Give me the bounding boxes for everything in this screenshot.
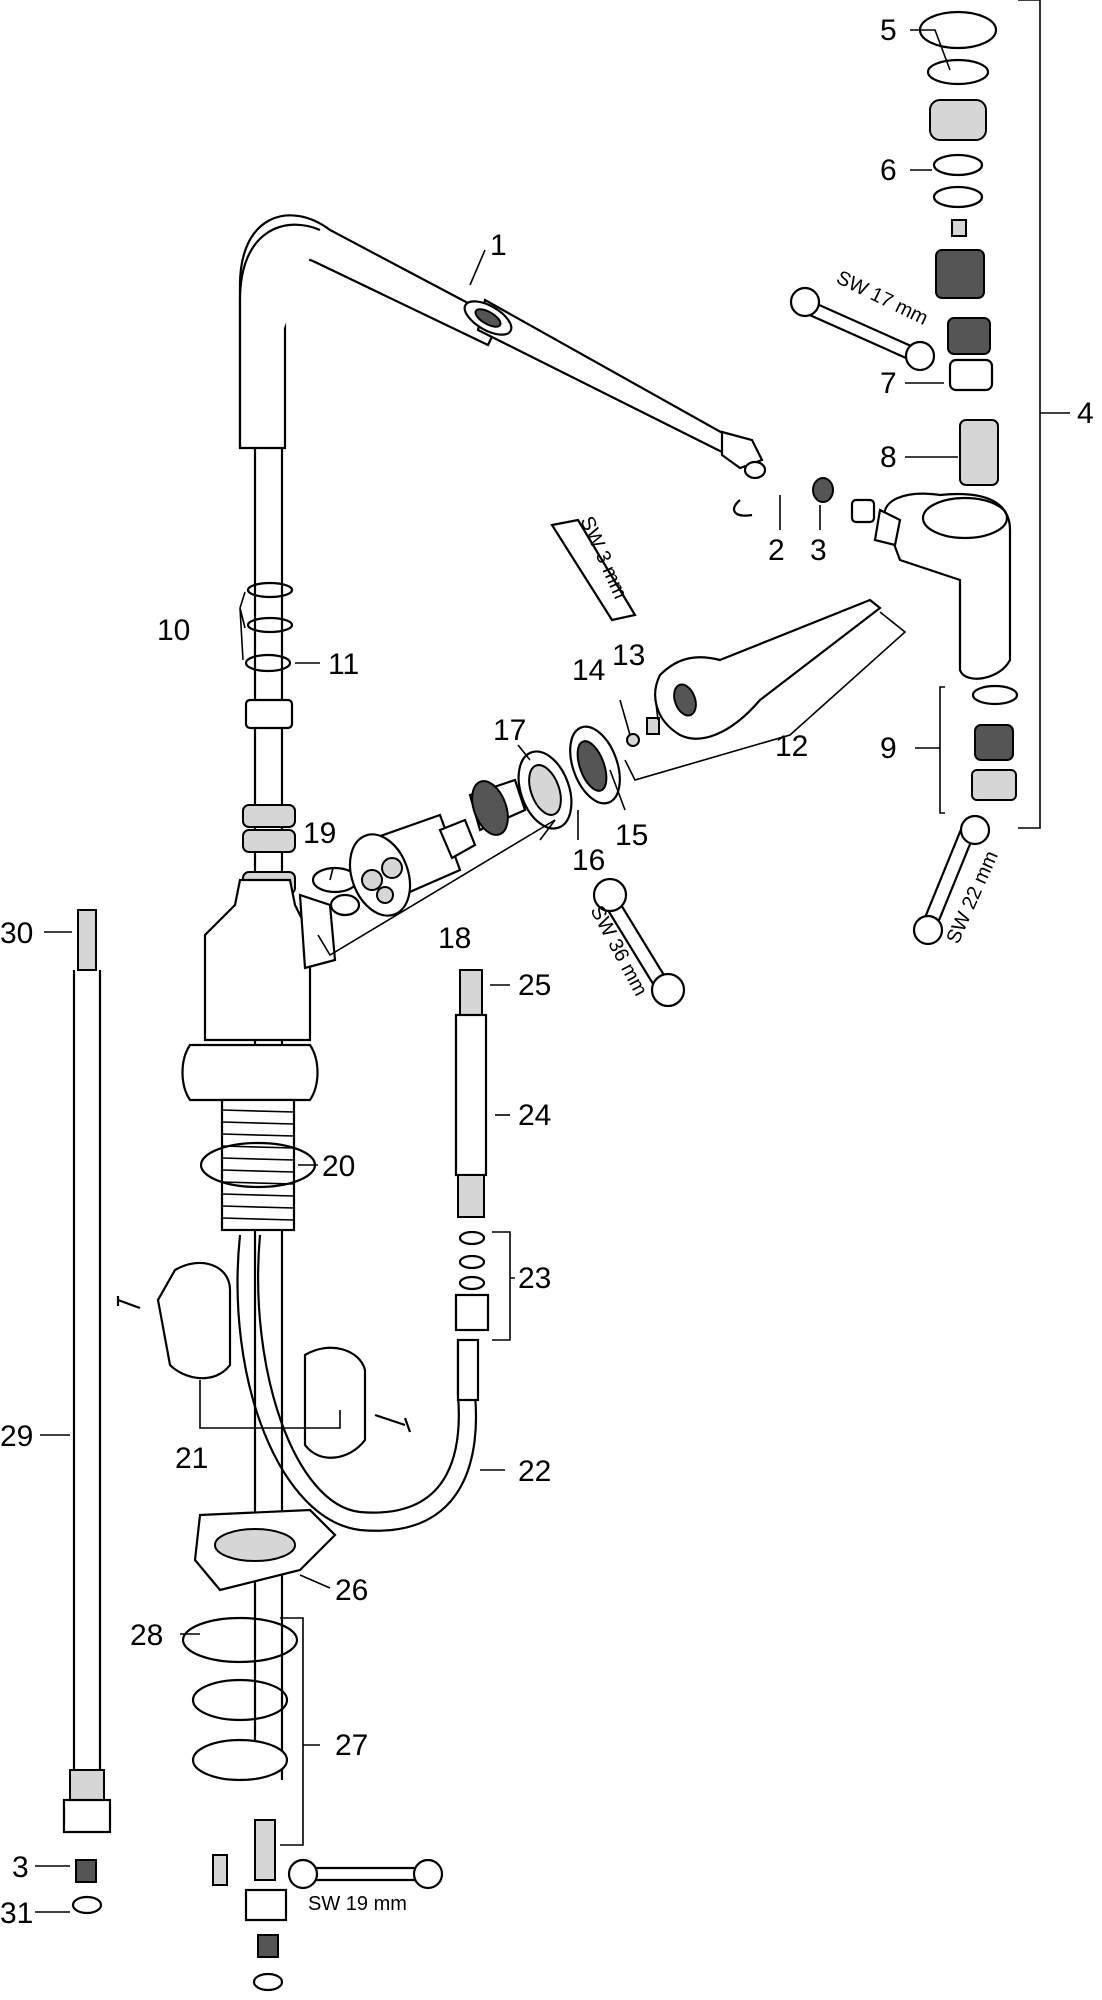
label-part-12: 12 (775, 730, 808, 763)
label-part-17: 17 (493, 714, 526, 747)
wrench-sw22 (912, 814, 991, 946)
leader-lines (35, 0, 1070, 1913)
supply-hose (62, 909, 112, 1915)
part-number-labels: 1 2 3 4 5 6 7 8 9 10 11 12 13 14 15 16 1… (0, 14, 1094, 1930)
label-part-7: 7 (880, 367, 897, 400)
label-part-8: 8 (880, 441, 897, 474)
lever-handle (654, 598, 882, 740)
label-part-2: 2 (768, 534, 785, 567)
label-part-21: 21 (175, 1442, 208, 1475)
label-part-22: 22 (518, 1455, 551, 1488)
label-part-24: 24 (518, 1099, 551, 1132)
lever-handle-hole (673, 683, 697, 717)
tool-label-sw3: SW 3 mm (575, 513, 631, 602)
label-part-3: 3 (810, 534, 827, 567)
wrench-sw17 (789, 286, 936, 372)
wrench-sw19 (287, 1858, 444, 1890)
mounting-shells (116, 1261, 412, 1459)
label-part-20: 20 (322, 1150, 355, 1183)
label-part-31: 31 (0, 1897, 33, 1930)
cartridge-assembly (311, 717, 660, 917)
label-part-1: 1 (490, 229, 507, 262)
label-part-14: 14 (572, 654, 605, 687)
label-part-6: 6 (880, 154, 897, 187)
washer-set (181, 1616, 299, 1992)
pull-out-hose (236, 1234, 478, 1532)
spout-body (238, 214, 764, 470)
hose-connector (456, 1338, 480, 1402)
label-part-13: 13 (612, 639, 645, 672)
spring-clips (244, 581, 294, 730)
label-part-29: 29 (0, 1420, 33, 1453)
label-part-11: 11 (328, 648, 359, 681)
label-part-10: 10 (157, 614, 190, 647)
threaded-shank (199, 1098, 317, 1232)
label-part-19: 19 (303, 817, 336, 850)
label-part-4: 4 (1077, 397, 1094, 430)
label-part-9: 9 (880, 732, 897, 765)
label-part-25: 25 (518, 969, 551, 1002)
label-part-15: 15 (615, 819, 648, 852)
label-part-3-supply: 3 (12, 1851, 29, 1884)
wrench-sw36 (592, 877, 686, 1008)
label-part-30: 30 (0, 917, 33, 950)
label-part-23: 23 (518, 1262, 551, 1295)
hose-24 (454, 969, 490, 1332)
label-part-26: 26 (335, 1574, 368, 1607)
base-plate (193, 1508, 337, 1592)
label-part-18: 18 (438, 922, 471, 955)
label-part-16: 16 (572, 844, 605, 877)
hex-key-sw3 (550, 518, 637, 622)
faucet-base-body (181, 878, 337, 1102)
spray-head (732, 10, 1019, 801)
label-part-28: 28 (130, 1619, 163, 1652)
label-part-5: 5 (880, 14, 897, 47)
tool-label-sw19: SW 19 mm (308, 1893, 407, 1915)
label-part-27: 27 (335, 1729, 368, 1762)
